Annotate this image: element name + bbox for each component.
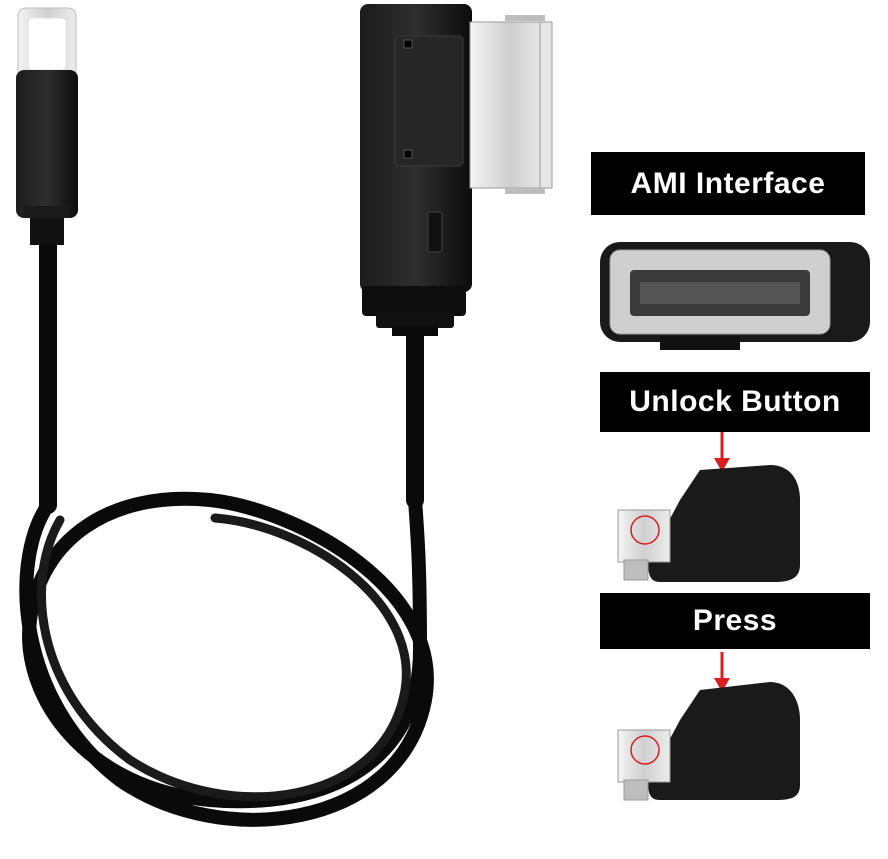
lightning-connector: [16, 7, 78, 245]
ami-connector: [360, 4, 553, 336]
ami-interface-closeup: [600, 242, 870, 350]
unlock-button-label: Unlock Button: [600, 372, 870, 432]
unlock-illustration: [617, 432, 800, 582]
press-illustration: [617, 652, 800, 801]
press-label: Press: [600, 593, 870, 649]
ami-interface-label: AMI Interface: [591, 152, 865, 215]
cable: [19, 233, 434, 827]
